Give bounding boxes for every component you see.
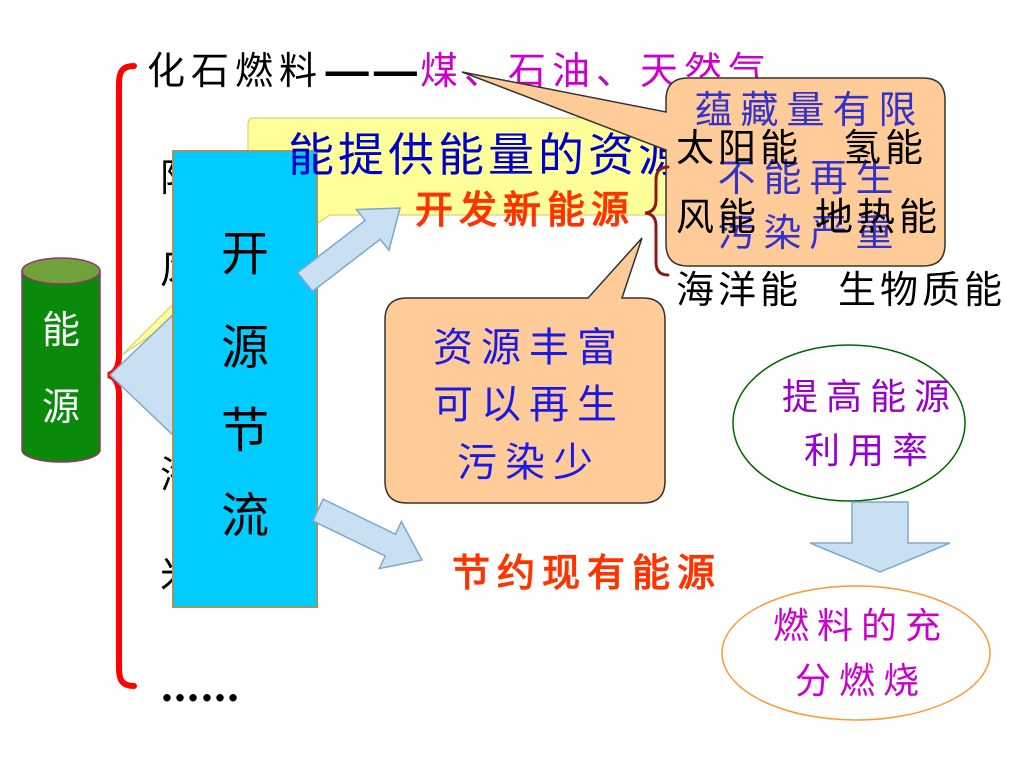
new-energy-item: 生物质能: [838, 268, 1007, 312]
new-energy-item: 风能: [676, 195, 761, 239]
fossil-callout-shape: [461, 71, 946, 267]
down-right-arrow: [311, 498, 424, 570]
new-energy-item: 海洋能: [676, 268, 803, 312]
save-existing-energy-label: 节约现有能源: [452, 551, 723, 595]
strategy-char: 开: [220, 226, 269, 282]
list-ellipsis: ……: [160, 664, 240, 711]
efficiency-oval-line: 提高能源: [781, 377, 958, 418]
energy-cylinder: [21, 257, 101, 463]
develop-new-energy-label: 开发新能源: [415, 188, 636, 232]
up-right-arrow: [296, 207, 401, 293]
new-energy-item: 太阳能: [676, 126, 803, 170]
combustion-oval: [721, 585, 991, 721]
new-energy-row: 海洋能生物质能: [676, 271, 1006, 309]
strategy-char: 流: [220, 488, 269, 544]
fossil-callout-line: 不能再生: [717, 156, 902, 200]
combustion-oval-line: 分燃烧: [794, 661, 927, 702]
new-energy-callout-line: 资源丰富: [433, 325, 625, 371]
fossil-fuel-label: 化石燃料: [147, 49, 324, 93]
efficiency-oval: [732, 344, 966, 502]
combustion-oval-line: 燃料的充: [772, 606, 949, 647]
new-energy-callout-line: 可以再生: [433, 382, 625, 428]
new-energy-callout-line: 污染少: [457, 440, 601, 486]
new-energy-item: 地热能: [815, 195, 942, 239]
down-arrow: [809, 501, 951, 573]
new-energy-callout-shape: [384, 237, 666, 504]
cylinder-label-char: 能: [41, 308, 80, 352]
main-curly-brace: [107, 63, 137, 689]
cylinder-label-char: 源: [41, 385, 80, 429]
efficiency-oval-line: 利用率: [803, 431, 936, 472]
fossil-callout-line: 蕴藏量有限: [694, 88, 925, 132]
definition-callout-text: 能提供能量的资源: [288, 128, 688, 182]
strategy-char: 节: [220, 403, 269, 459]
fossil-fuel-dash: ——: [323, 48, 420, 93]
small-curly-brace: [644, 165, 670, 277]
new-energy-item: 氢能: [843, 126, 928, 170]
cylinder-body: [21, 270, 101, 463]
strategy-char: 源: [220, 320, 269, 376]
fossil-callout-line: 污染严重: [717, 211, 902, 255]
new-energy-row: 风能 地热能: [676, 198, 941, 236]
new-energy-row: 太阳能氢能: [676, 129, 927, 167]
cylinder-top: [21, 257, 101, 285]
strategy-box: 开 源 节 流: [172, 150, 318, 608]
